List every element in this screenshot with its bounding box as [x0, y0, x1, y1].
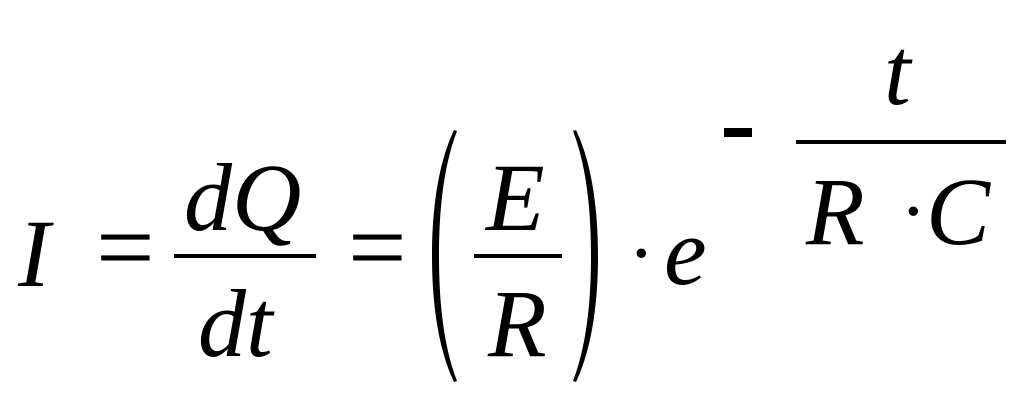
- fraction-1-bar: [174, 254, 316, 258]
- equals-sign-2: =: [348, 190, 407, 305]
- multiplication-dot-1: ·: [628, 210, 655, 298]
- exponent-denominator-c: C: [926, 158, 991, 265]
- multiplication-dot-2: ·: [900, 168, 927, 256]
- fraction-2-numerator: E: [486, 144, 545, 251]
- exponent-denominator-r: R: [806, 158, 865, 265]
- fraction-1-numerator: dQ: [184, 144, 302, 251]
- exponent-fraction-bar: [796, 140, 1006, 144]
- fraction-2-bar: [474, 254, 562, 258]
- left-parenthesis: [432, 130, 457, 382]
- fraction-2-denominator: R: [488, 270, 547, 377]
- exponential-base-e: e: [664, 198, 707, 305]
- right-parenthesis: [573, 130, 598, 382]
- exponent-minus-sign: [724, 128, 752, 137]
- equals-sign-1: =: [96, 190, 155, 305]
- current-symbol: I: [18, 200, 50, 307]
- fraction-1-denominator: dt: [198, 270, 273, 377]
- exponent-numerator: t: [884, 18, 911, 125]
